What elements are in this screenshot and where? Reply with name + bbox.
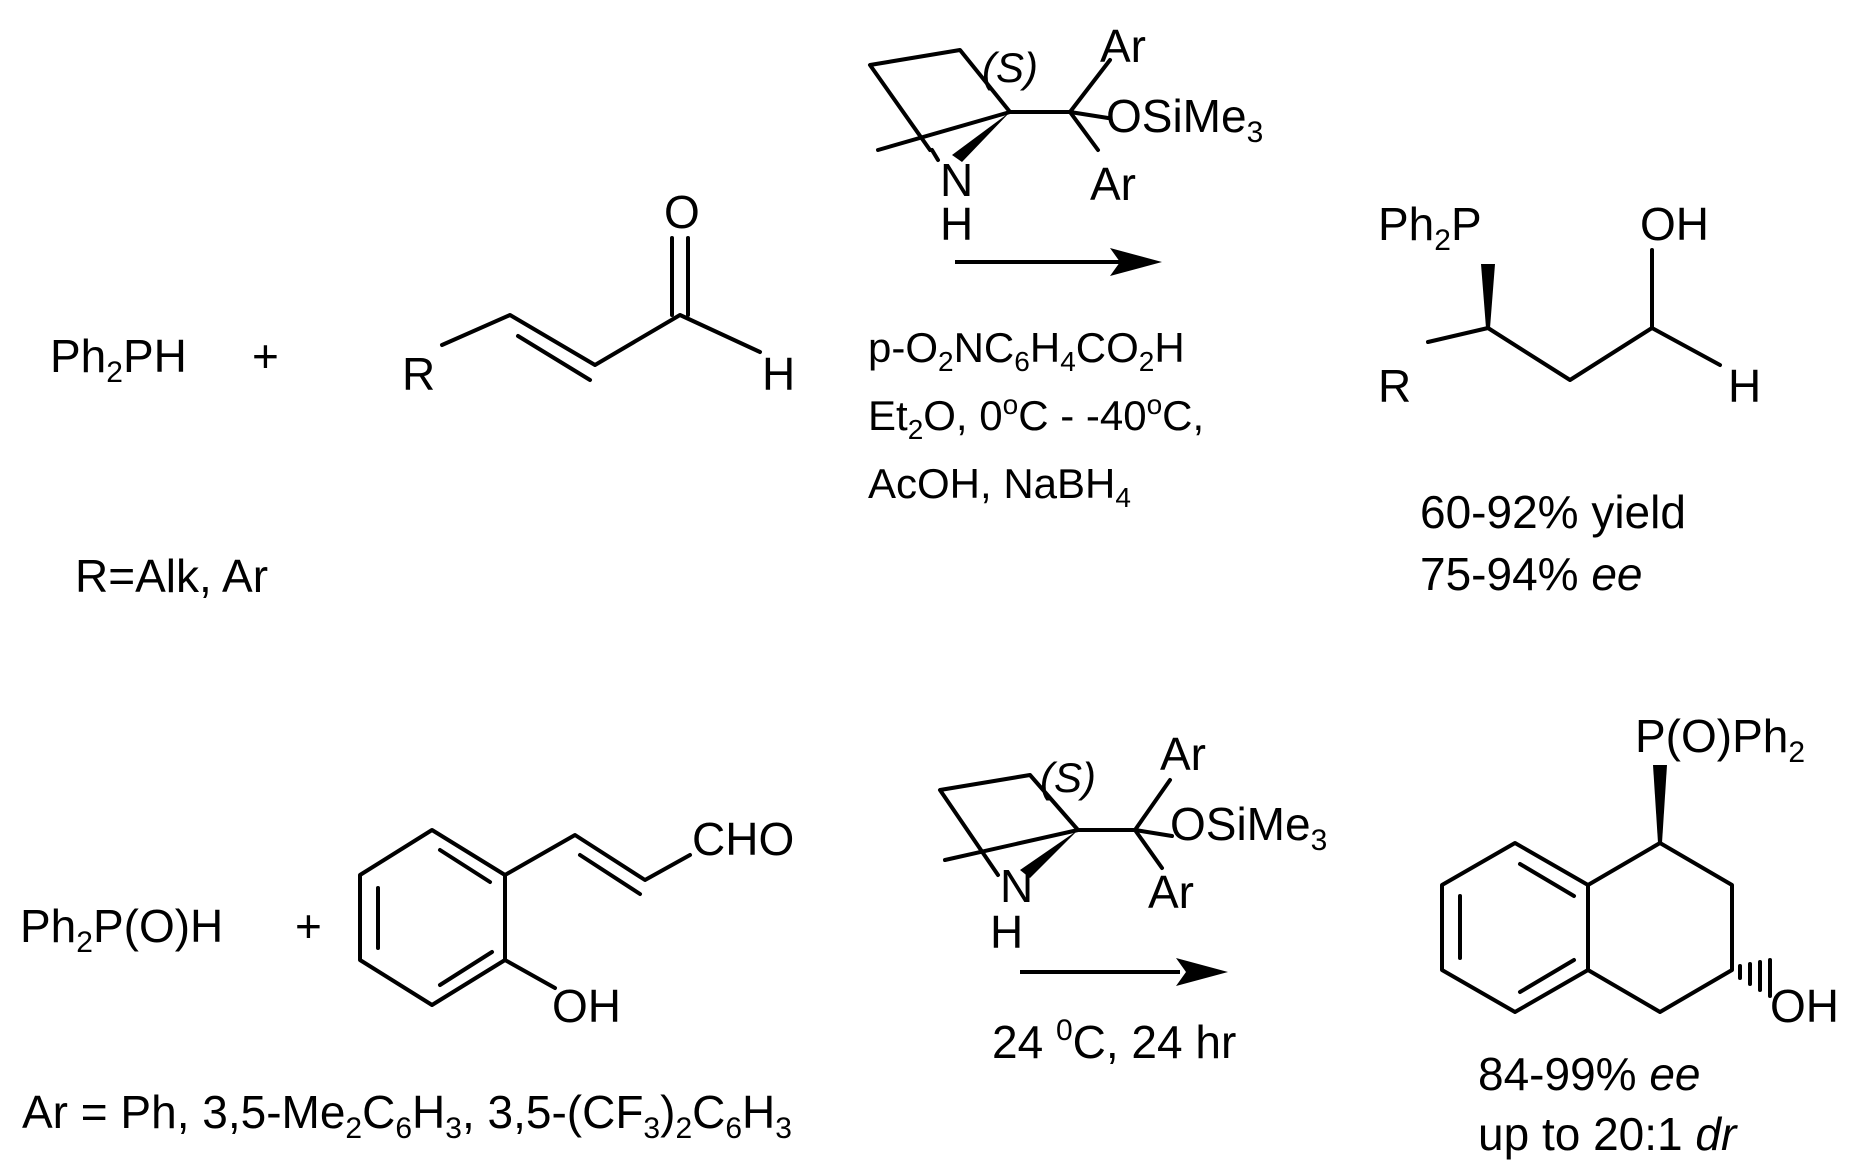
reaction-arrow-1 [955, 248, 1162, 276]
conditions-1: p-O2NC6H4CO2H Et2O, 0oC - -40oC, AcOH, N… [868, 324, 1204, 513]
enal-structure: R O H [402, 186, 795, 400]
reaction-arrow-2 [1020, 958, 1228, 986]
reactant-diphenylphosphine-oxide: Ph2P(O)H [20, 900, 223, 959]
product1-oh: OH [1640, 198, 1709, 250]
product2-ee: 84-99% ee [1478, 1048, 1701, 1100]
catalyst2-stereo-label: (S) [1040, 754, 1096, 801]
phenol-oh-label: OH [552, 980, 621, 1032]
catalyst1-nh-label: H [940, 198, 973, 250]
enal-h-label: H [762, 348, 795, 400]
enal-r-label: R [402, 348, 435, 400]
reaction-2: Ph2P(O)H + CHO OH Ar = Ph, 3,5-Me2C6H3, … [20, 710, 1839, 1160]
catalyst2-ar-top: Ar [1160, 728, 1206, 780]
catalyst1-ar-bottom: Ar [1090, 158, 1136, 210]
catalyst2-osime3: OSiMe3 [1170, 798, 1327, 857]
plus-sign-1: + [252, 330, 279, 382]
catalyst2-nh-label: H [990, 906, 1023, 958]
catalyst-2: N H (S) Ar OSiMe3 Ar [938, 728, 1327, 958]
condition-1-line-2: Et2O, 0oC - -40oC, [868, 389, 1204, 445]
product1-ee: 75-94% ee [1420, 548, 1643, 600]
catalyst2-ar-bottom: Ar [1148, 866, 1194, 918]
r-definition: R=Alk, Ar [75, 550, 268, 602]
product1-ph2p: Ph2P [1378, 198, 1482, 257]
reaction-1: Ph2PH + R O H R=Alk, Ar N H (S) Ar OSiM [50, 20, 1761, 602]
product-1: Ph2P OH R H [1378, 198, 1761, 412]
catalyst1-n-label: N [940, 154, 973, 206]
condition-1-line-1: p-O2NC6H4CO2H [868, 324, 1185, 377]
ar-definition: Ar = Ph, 3,5-Me2C6H3, 3,5-(CF3)2C6H3 [22, 1086, 792, 1145]
product2-dr: up to 20:1 dr [1478, 1108, 1738, 1160]
product2-p-o-ph2: P(O)Ph2 [1635, 710, 1805, 769]
product1-r: R [1378, 360, 1411, 412]
product1-h: H [1728, 360, 1761, 412]
product2-oh: OH [1770, 980, 1839, 1032]
reactant-diphenylphosphine: Ph2PH [50, 330, 187, 389]
catalyst-1: N H (S) Ar OSiMe3 Ar [868, 20, 1263, 250]
plus-sign-2: + [295, 900, 322, 952]
hydroxycinnamaldehyde-structure: CHO OH [358, 813, 794, 1032]
condition-1-line-3: AcOH, NaBH4 [868, 460, 1131, 513]
catalyst2-n-label: N [1000, 860, 1033, 912]
catalyst1-ar-top: Ar [1100, 20, 1146, 72]
product-2: P(O)Ph2 OH [1440, 710, 1839, 1032]
catalyst1-stereo-label: (S) [982, 44, 1038, 91]
catalyst1-osime3: OSiMe3 [1106, 90, 1263, 149]
product1-yield: 60-92% yield [1420, 486, 1686, 538]
enal-o-label: O [664, 186, 700, 238]
conditions-2: 24 0C, 24 hr [992, 1014, 1236, 1068]
hashed-bond [1738, 958, 1772, 998]
cho-label: CHO [692, 813, 794, 865]
